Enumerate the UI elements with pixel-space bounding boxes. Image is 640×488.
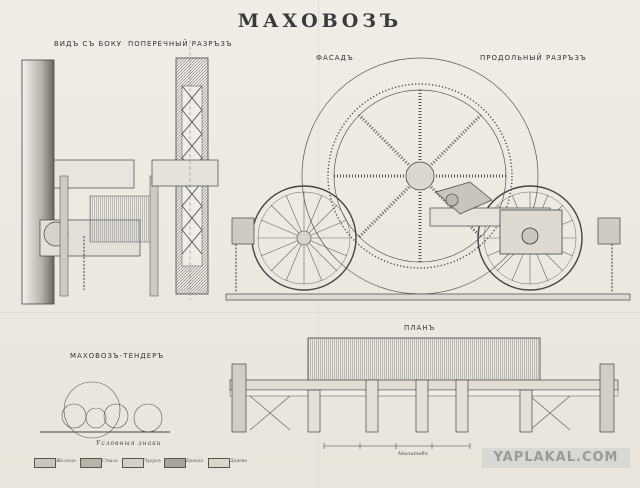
- plan-buffer-right: [599, 363, 615, 433]
- facade-buffer-right: [597, 217, 621, 245]
- side-view-flywheel-rim: [21, 59, 55, 305]
- facade-flywheel-rivets: [327, 83, 513, 269]
- facade-crank-arm: [435, 181, 493, 215]
- watermark-logo: YAPLAKAL.COM: [482, 448, 630, 468]
- plan-flywheel-band: [307, 337, 541, 383]
- legend-swatch-cast-iron: [122, 458, 144, 468]
- tender-drawing: [40, 381, 170, 439]
- cross-section-drawing: [151, 40, 219, 300]
- legend-label-steel: Сталь: [102, 459, 118, 464]
- plan-bracing: [249, 395, 571, 431]
- legend-label-bronze: Бронза: [186, 459, 203, 464]
- cross-section-hub: [151, 159, 219, 187]
- legend-swatch-steel: [80, 458, 102, 468]
- facade-right-wheel: [477, 185, 583, 291]
- plan-axle-posts: [307, 379, 533, 433]
- legend-swatch-iron: [34, 458, 56, 468]
- facade-flywheel-hub: [405, 161, 435, 191]
- legend-title: Условныя знаки: [96, 440, 162, 447]
- tender-wheel-large: [63, 381, 121, 439]
- legend-swatch-bronze: [164, 458, 186, 468]
- sheet-title: МАХОВОЗЪ: [237, 10, 403, 32]
- facade-rail: [225, 293, 631, 301]
- legend-label-iron: Желѣзо: [56, 459, 76, 464]
- label-facade: ФАСАДЪ: [316, 54, 354, 62]
- legend-label-wood: Дерево: [230, 459, 248, 464]
- legend-swatch-wood: [208, 458, 230, 468]
- scale-bar: [323, 443, 471, 449]
- plan-drawing: [229, 337, 619, 433]
- label-side-view: ВИДЪ СЪ БОКУ: [54, 40, 123, 48]
- scale-label: Масштабъ: [398, 451, 428, 457]
- paper-fold-horizontal: [0, 312, 640, 313]
- side-view-shaft-assembly: [89, 195, 157, 243]
- facade-buffer-left: [231, 217, 255, 245]
- label-plan: ПЛАНЪ: [404, 324, 436, 332]
- facade-drawing: [225, 57, 631, 301]
- side-view-column-left: [59, 175, 69, 297]
- label-cross-section: ПОПЕРЕЧНЫЙ РАЗРЪЗЪ: [128, 40, 233, 48]
- legend-label-cast-iron: Чугунъ: [144, 459, 161, 464]
- plan-buffer-left: [231, 363, 247, 433]
- side-view-drawing: [21, 59, 159, 305]
- label-tender: МАХОВОЗЪ-ТЕНДЕРЪ: [70, 352, 165, 360]
- tender-wheel-small: [133, 403, 163, 433]
- side-view-column-right: [149, 175, 159, 297]
- label-longitudinal-section: ПРОДОЛЬНЫЙ РАЗРЪЗЪ: [480, 54, 587, 62]
